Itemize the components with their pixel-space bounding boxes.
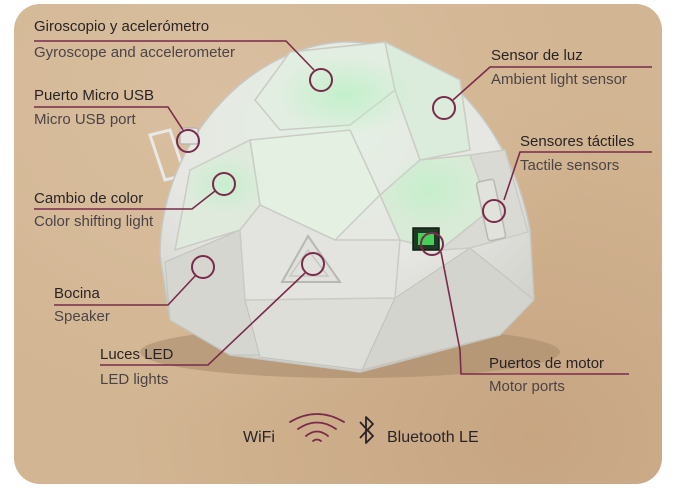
callout-marker-gyro [309, 68, 333, 92]
color-glow [185, 155, 265, 215]
callout-marker-light [432, 96, 456, 120]
callout-marker-speaker [191, 255, 215, 279]
callout-line-gyro [34, 40, 315, 71]
color-glow [275, 55, 415, 135]
label-led-es: Luces LED [100, 346, 174, 363]
label-color-es: Cambio de color [34, 190, 144, 207]
label-motor-en: Motor ports [489, 378, 565, 395]
callout-marker-usb [176, 129, 200, 153]
label-light-en: Ambient light sensor [491, 71, 627, 88]
callout-marker-tactile [482, 199, 506, 223]
label-tactile-en: Tactile sensors [520, 157, 620, 174]
callout-line-usb [34, 106, 184, 131]
callout-marker-led [301, 252, 325, 276]
dome-base-band [361, 247, 535, 371]
label-gyro-es: Giroscopio y acelerómetro [34, 18, 210, 35]
bluetooth-icon [359, 416, 374, 444]
callout-line-led [100, 272, 306, 366]
label-gyro-en: Gyroscope and accelerometer [34, 44, 235, 61]
label-speaker-es: Bocina [54, 285, 100, 302]
wifi-icon [289, 413, 345, 442]
label-led-en: LED lights [100, 371, 169, 388]
dome-facet [383, 40, 471, 161]
label-tactile-es: Sensores táctiles [520, 133, 635, 150]
led-triangle [280, 234, 342, 283]
callout-marker-motor [420, 232, 444, 256]
led-triangle-inner [288, 248, 330, 277]
label-motor-es: Puertos de motor [489, 355, 605, 372]
callout-marker-color [212, 172, 236, 196]
callout-line-light [452, 66, 652, 101]
label-light-es: Sensor de luz [491, 47, 583, 64]
wifi-label: WiFi [243, 429, 275, 446]
callout-line-tactile [503, 151, 652, 201]
callout-line-motor [440, 251, 629, 375]
bluetooth-label: Bluetooth LE [387, 429, 479, 446]
color-glow [385, 155, 475, 225]
callout-line-color [34, 190, 216, 210]
label-color-en: Color shifting light [34, 213, 154, 230]
label-usb-en: Micro USB port [34, 111, 136, 128]
label-speaker-en: Speaker [54, 308, 110, 325]
callout-line-speaker [54, 274, 197, 306]
label-usb-es: Puerto Micro USB [34, 87, 155, 104]
